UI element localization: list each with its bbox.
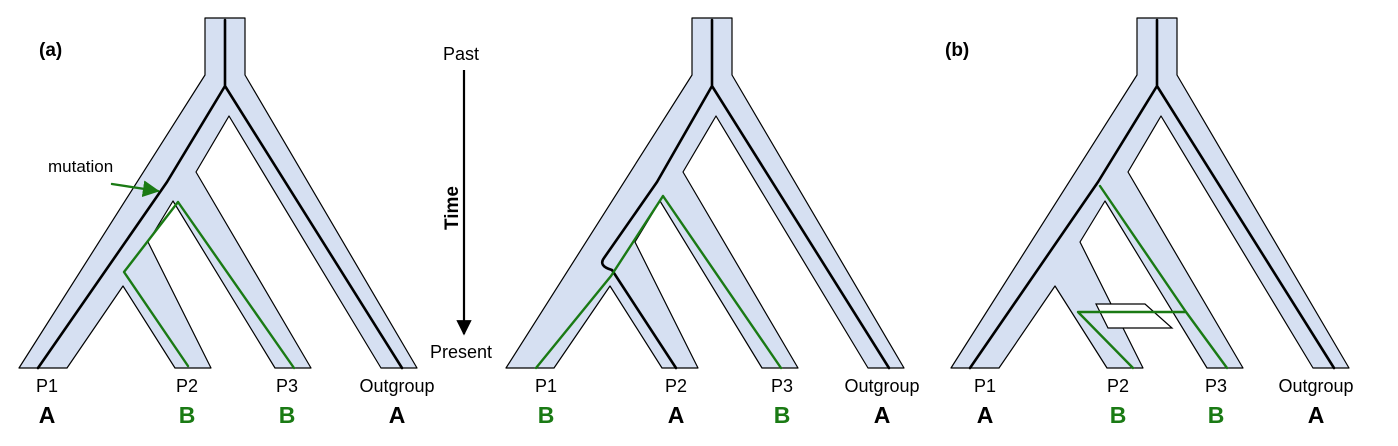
allele-state-3-p3: B <box>1208 402 1225 428</box>
allele-state-3-p2: B <box>1110 402 1127 428</box>
taxon-label-1-p2: P2 <box>176 376 198 396</box>
gene-lineage-black-tree-1 <box>36 18 404 370</box>
tree-1: mutation <box>18 17 418 370</box>
tip-labels: P1AP2BP3BOutgroupAP1BP2AP3BOutgroupAP1AP… <box>36 376 1354 428</box>
allele-state-2-outgroup: A <box>874 402 891 428</box>
allele-state-3-outgroup: A <box>1308 402 1325 428</box>
population-tree-3 <box>950 17 1350 369</box>
allele-state-2-p1: B <box>538 402 555 428</box>
taxon-label-3-outgroup: Outgroup <box>1278 376 1353 396</box>
time-label: Time <box>442 186 463 230</box>
gene-lineage-green-tree-2 <box>534 194 783 370</box>
taxon-label-1-outgroup: Outgroup <box>359 376 434 396</box>
population-tree-2 <box>505 17 905 369</box>
gene-lineage-black-tree-2 <box>600 18 891 370</box>
tree-2 <box>505 17 905 370</box>
allele-state-2-p2: A <box>668 402 685 428</box>
population-tree-1 <box>18 17 418 369</box>
panel-label-b: (b) <box>945 40 969 61</box>
past-label: Past <box>443 44 479 64</box>
taxon-label-3-p3: P3 <box>1205 376 1227 396</box>
taxon-label-2-p1: P1 <box>535 376 557 396</box>
time-axis: Past Time Present <box>430 44 492 362</box>
taxon-label-2-p2: P2 <box>665 376 687 396</box>
taxon-label-2-outgroup: Outgroup <box>844 376 919 396</box>
allele-state-1-outgroup: A <box>389 402 406 428</box>
introgression-gap <box>1095 303 1174 329</box>
taxon-label-3-p1: P1 <box>974 376 996 396</box>
allele-state-1-p1: A <box>39 402 56 428</box>
panel-label-a: (a) <box>39 40 62 61</box>
allele-state-1-p3: B <box>279 402 296 428</box>
gene-lineage-green-tree-3 <box>1076 184 1229 370</box>
gene-lineage-black-tree-3 <box>968 18 1336 370</box>
tree-3 <box>950 17 1350 370</box>
mutation-label: mutation <box>48 157 113 176</box>
allele-state-1-p2: B <box>179 402 196 428</box>
taxon-label-3-p2: P2 <box>1107 376 1129 396</box>
mutation-arrow <box>110 180 160 198</box>
present-label: Present <box>430 342 492 362</box>
taxon-label-2-p3: P3 <box>771 376 793 396</box>
taxon-label-1-p3: P3 <box>276 376 298 396</box>
gene-lineage-green-tree-1 <box>122 200 296 370</box>
allele-state-2-p3: B <box>774 402 791 428</box>
taxon-label-1-p1: P1 <box>36 376 58 396</box>
allele-state-3-p1: A <box>977 402 994 428</box>
